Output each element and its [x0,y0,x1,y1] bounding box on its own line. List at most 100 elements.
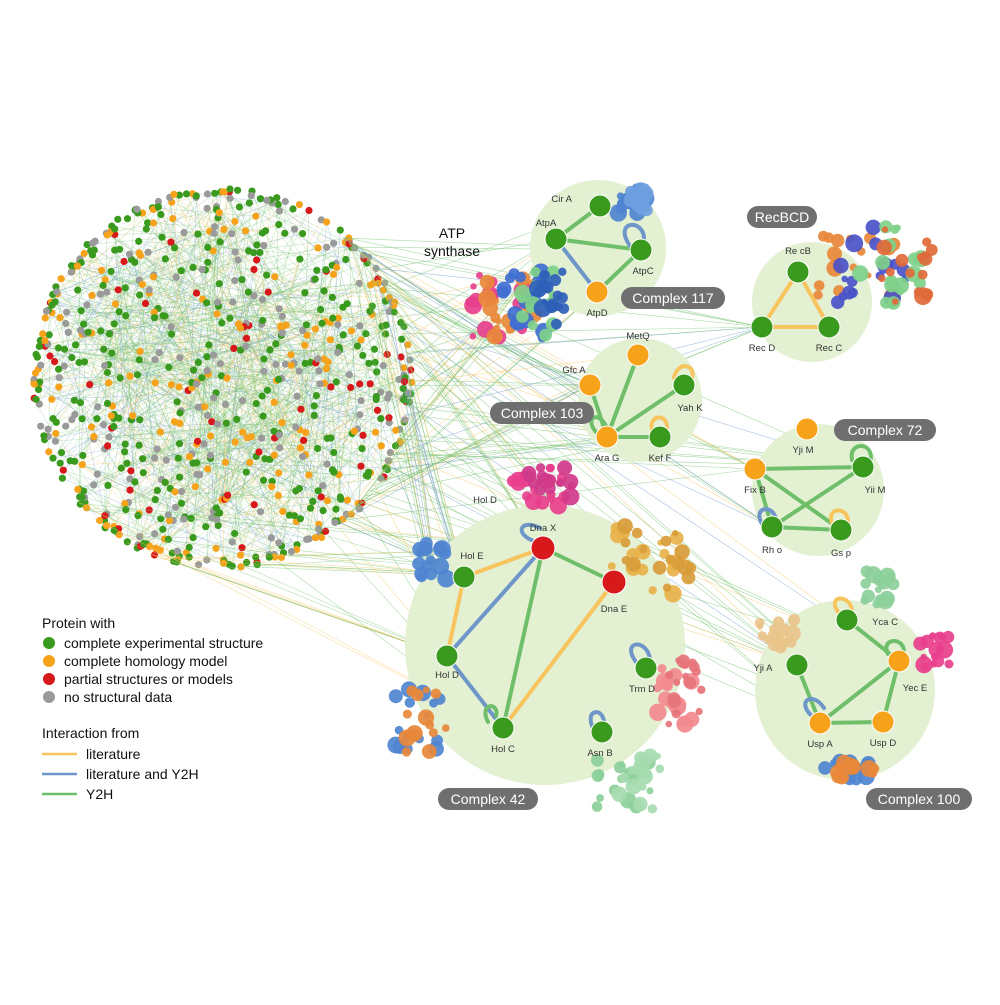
hairball-node [193,290,200,297]
hairball-node [263,272,270,279]
hairball-node [242,343,249,350]
hairball-node [314,355,321,362]
hairball-node [243,335,250,342]
protein-label: Cir A [551,194,572,205]
hairball-node [273,194,280,201]
hairball-node [276,444,283,451]
structure-fragment [874,571,883,580]
hairball-node [201,440,208,447]
hairball-node [90,481,97,488]
hairball-node [223,420,230,427]
hairball-node [190,534,197,541]
hairball-node [237,552,244,559]
hairball-node [313,267,320,274]
hairball-node [104,231,111,238]
hairball-node [112,300,119,307]
legend-protein-item: partial structures or models [43,671,233,687]
hairball-node [142,300,149,307]
protein-node [531,536,555,560]
hairball-node [152,356,159,363]
hairball-node [48,396,55,403]
complex-node: AtpD [586,281,608,319]
hairball-node [275,376,282,383]
protein-label: Dna X [530,523,557,534]
protein-label: Rh o [762,545,782,556]
hairball-node [49,302,56,309]
structure-fragment [522,466,537,481]
hairball-node [79,452,86,459]
structure-fragment [870,764,880,774]
atp-synthase-label-line2: synthase [424,243,480,259]
structure-fragment [551,319,562,330]
structure-fragment [562,488,580,506]
hairball-node [332,506,339,513]
protein-node [589,195,611,217]
hairball-node [140,469,147,476]
hairball-node [266,346,273,353]
hairball-node [136,442,143,449]
badge-complex-103: Complex 103 [490,402,594,424]
hairball-node [193,471,200,478]
structure-fragment [831,234,845,248]
structure-fragment [918,270,928,280]
hairball-node [213,310,220,317]
hairball-node [223,375,230,382]
hairball-node [162,479,169,486]
hairball-node [271,399,278,406]
structure-fragment [860,596,869,605]
structure-fragment [649,586,657,594]
hairball-node [250,266,257,273]
legend-dot-partial [43,673,55,685]
hairball-node [243,469,250,476]
hairball-node [265,289,272,296]
structure-fragment [678,717,689,728]
structure-fragment [516,310,529,323]
structure-fragment [422,744,437,759]
hairball-node [136,416,143,423]
hairball-node [159,526,166,533]
hairball-node [331,519,338,526]
hairball-node [40,432,47,439]
hairball-node [189,264,196,271]
structure-fragment [696,708,703,715]
hairball-node [259,317,266,324]
structure-fragment [553,291,563,301]
structure-fragment [426,556,436,566]
hairball-node [236,203,243,210]
hairball-node [62,320,69,327]
hairball-node [103,289,110,296]
hairball-node [86,381,93,388]
hairball-node [315,367,322,374]
structure-fragment [647,787,654,794]
hairball-node [94,403,101,410]
hairball-node [253,241,260,248]
structure-fragment [403,710,412,719]
complex-node: Kef F [649,426,672,464]
badge-recbcd: RecBCD [747,206,817,228]
hairball-node [340,331,347,338]
protein-node [630,239,652,261]
hairball-node [307,505,314,512]
hairball-node [317,306,324,313]
structure-fragment [929,632,936,639]
protein-node [761,516,783,538]
hairball-node [218,319,225,326]
hairball-node [327,336,334,343]
hairball-node [203,299,210,306]
structure-fragment [470,283,476,289]
hairball-node [105,379,112,386]
structure-fragment [758,631,767,640]
hairball-node [231,277,238,284]
structure-fragment [658,664,667,673]
hairball-node [216,280,223,287]
protein-label: Yji A [753,663,773,674]
hairball-node [78,307,85,314]
hairball-node [79,494,86,501]
structure-fragment [638,199,644,205]
hairball-node [323,218,330,225]
structure-fragment [442,724,450,732]
hairball-node [228,230,235,237]
complex-node: Hol D [435,645,459,681]
badge-complex-100-text: Complex 100 [878,791,961,807]
structure-fragment [818,231,829,242]
